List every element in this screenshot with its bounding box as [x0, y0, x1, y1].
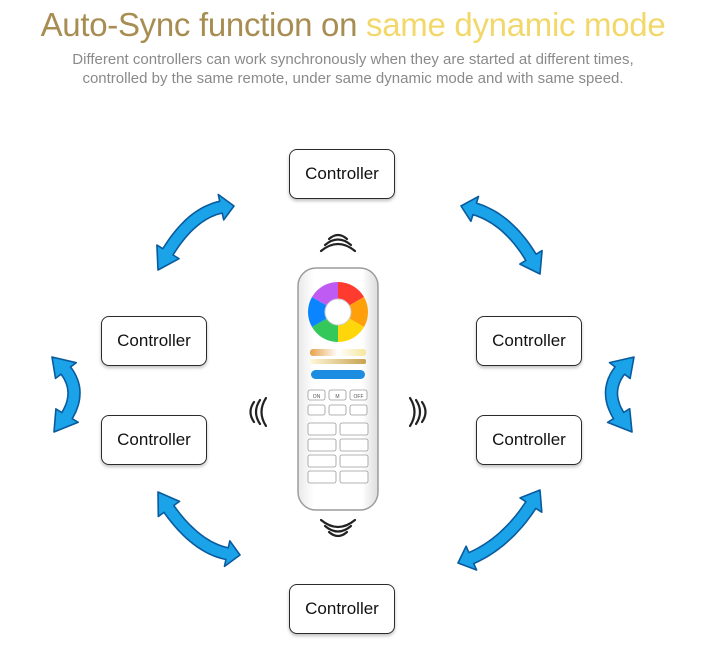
signal-bottom-icon: [319, 518, 357, 538]
remote-control-icon: ON M OFF: [297, 267, 379, 511]
title-part-accent: same dynamic mode: [366, 6, 666, 43]
curved-double-arrow-icon: [457, 489, 543, 571]
controller-right-lower: Controller: [476, 415, 582, 465]
remote-on-label: ON: [313, 394, 321, 400]
curved-double-arrow-icon: [157, 491, 241, 568]
curved-double-arrow-icon: [51, 356, 81, 433]
controller-right-upper: Controller: [476, 316, 582, 366]
color-wheel-icon: [307, 281, 369, 342]
controller-left-lower: Controller: [101, 415, 207, 465]
remote-top-buttons: ON M OFF: [307, 389, 368, 416]
curved-double-arrow-icon: [156, 193, 235, 271]
remote-mode-label: M: [335, 394, 339, 400]
signal-top-icon: [319, 233, 357, 253]
signal-left-icon: [249, 396, 268, 428]
remote-off-label: OFF: [354, 394, 364, 400]
controller-bottom: Controller: [289, 584, 395, 634]
title-part-primary: Auto-Sync function on: [40, 6, 358, 43]
speed-slider: [311, 370, 365, 379]
brightness-bar: [310, 359, 366, 364]
page-subtitle: Different controllers can work synchrono…: [72, 51, 634, 87]
page-title: Auto-Sync function on same dynamic mode: [0, 6, 706, 44]
white-temperature-bar: [310, 349, 366, 356]
curved-double-arrow-icon: [604, 356, 635, 433]
remote-zone-buttons: [307, 422, 369, 484]
controller-left-upper: Controller: [101, 316, 207, 366]
signal-right-icon: [408, 396, 427, 428]
curved-double-arrow-icon: [460, 195, 543, 275]
controller-top: Controller: [289, 149, 395, 199]
